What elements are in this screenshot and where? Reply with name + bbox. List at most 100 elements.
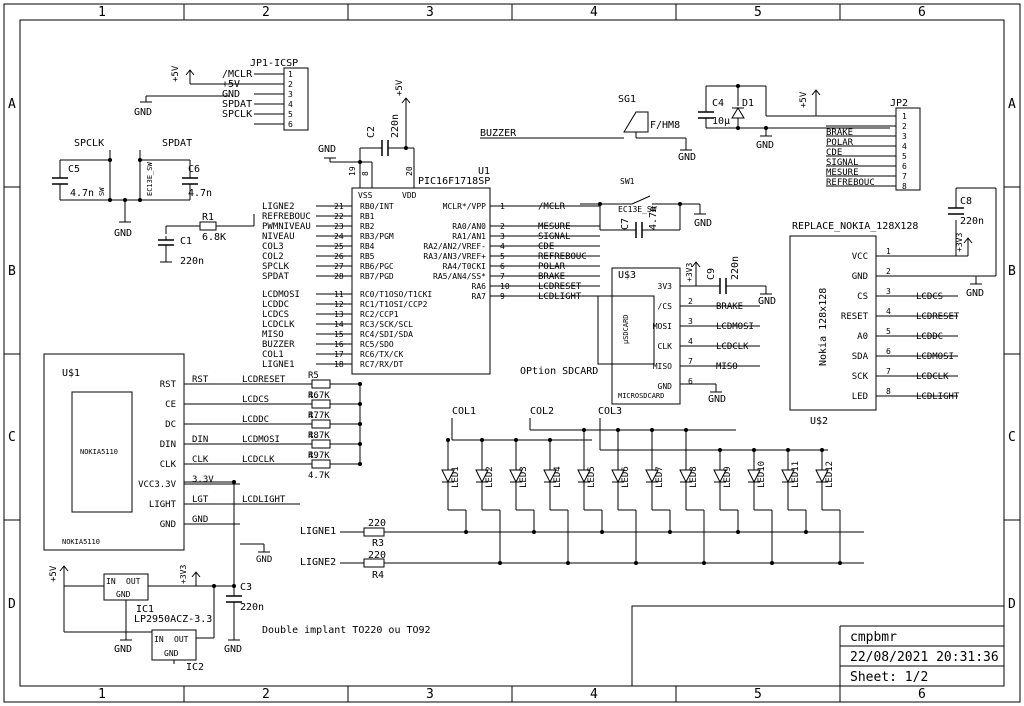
buzzer-net: BUZZER: [480, 128, 517, 139]
sheet-date: 22/08/2021 20:31:36: [850, 650, 999, 665]
c6-name: C6: [188, 164, 200, 175]
u2-net: LCDLIGHT: [916, 392, 960, 402]
jp1-5v: +5V: [171, 65, 181, 82]
c3-gnd: GND: [224, 644, 242, 655]
voltage-regulators: +5V IN OUT GND +3V3 IC1 LP2950ACZ-3.3 GN…: [49, 482, 431, 673]
u2-net: LCDDC: [916, 332, 943, 342]
lcd-ext-net: LCDMOSI: [242, 435, 280, 445]
sw1-name: SW1: [620, 177, 635, 186]
ic1-out: OUT: [126, 577, 141, 586]
col-label: 1: [98, 687, 106, 702]
lcd-resistor-name: R5: [308, 371, 319, 381]
jp2-pin-number: 3: [902, 132, 907, 141]
col-label: 6: [918, 5, 926, 20]
d1-name: D1: [742, 98, 754, 109]
u1-right-pin: MCLR*/VPP: [443, 202, 487, 211]
ic1-gnd: GND: [114, 644, 132, 655]
u2-body: Nokia 128x128: [818, 288, 829, 366]
u1-right-net: POLAR: [538, 262, 566, 272]
jp2-pin-number: 1: [902, 112, 907, 121]
ic1-name: IC1: [136, 604, 154, 615]
u3-pin: MISO: [653, 362, 672, 371]
sw-value: EC13E_SW: [146, 161, 154, 196]
jp2-5v: +5V: [799, 91, 809, 108]
ic1-in: IN: [106, 577, 116, 586]
col-label: 3: [426, 5, 434, 20]
u1-left-net: LIGNE1: [262, 360, 295, 370]
u1-left-pin: RC3/SCK/SCL: [360, 320, 413, 329]
u1-right-pin: RA7: [472, 292, 487, 301]
u1-left-pin: RB6/PGC: [360, 262, 394, 271]
u3-pin-number: 3: [688, 317, 693, 326]
jp2-signal: REFREBOUC: [826, 178, 875, 188]
u2-pin: RESET: [841, 312, 869, 322]
c4-value: 10µ: [712, 116, 730, 127]
u2-name: U$2: [810, 416, 828, 427]
led-label: LED6: [621, 466, 631, 488]
reg-5v: +5V: [49, 565, 59, 582]
u1-gnd: GND: [318, 144, 336, 155]
jp1-name: JP1-ICSP: [250, 58, 298, 69]
c8-value: 220n: [960, 216, 984, 227]
u3-body: µSDCARD: [622, 314, 630, 344]
lcd-resistor-name: R9: [308, 451, 319, 461]
c5-value: 4.7n: [70, 188, 94, 199]
led-label: LED2: [485, 466, 495, 488]
r4-name: R4: [372, 570, 384, 581]
u1-left-net: LIGNE2: [262, 202, 295, 212]
lcd-pin: VCC3.3V: [138, 480, 177, 490]
u3-pin-number: 4: [688, 337, 693, 346]
u2-nokia-128: REPLACE_NOKIA_128X128 U$2 Nokia 128x128 …: [789, 187, 997, 427]
jp1-signal: SPDAT: [222, 99, 252, 110]
u3-net: LCDCLK: [716, 342, 749, 352]
u1-vdd: VDD: [402, 191, 417, 200]
u1-right-net: BRAKE: [538, 272, 565, 282]
lcd-gnd: GND: [256, 555, 272, 565]
u1-left-pin: RC0/T1OSO/T1CKI: [360, 290, 432, 299]
lcd-net: GND: [192, 515, 208, 525]
row-label: B: [1008, 264, 1016, 279]
r1-name: R1: [202, 212, 214, 223]
u1-left-pin: RB2: [360, 222, 375, 231]
c1-name: C1: [180, 236, 192, 247]
u3-pin: /CS: [658, 302, 673, 311]
lcd-ext-net: LCDLIGHT: [242, 495, 286, 505]
jp2-signal: BRAKE: [826, 128, 853, 138]
spclk-label: SPCLK: [74, 138, 104, 149]
u2-pin: SDA: [852, 352, 869, 362]
ic2-out: OUT: [174, 635, 189, 644]
lcd-pin: DIN: [160, 440, 176, 450]
row-label: C: [1008, 430, 1016, 445]
led-label: LED11: [791, 461, 801, 488]
u2-pin-number: 1: [886, 247, 891, 256]
u3-net: LCDMOSI: [716, 322, 754, 332]
lcd-resistor-value: 4.7K: [308, 391, 330, 401]
col-label: 5: [754, 5, 762, 20]
lcd-resistor-name: R6: [308, 391, 319, 401]
u1-left-net: SPDAT: [262, 272, 290, 282]
u1-left-pin: RB4: [360, 242, 375, 251]
lcd-pin: LIGHT: [149, 500, 177, 510]
u2-pin: SCK: [852, 372, 869, 382]
jp2-pin-number: 4: [902, 142, 907, 151]
col-label: 4: [590, 687, 598, 702]
jp2-pin-number: 7: [902, 172, 907, 181]
jp2-signal: MESURE: [826, 168, 859, 178]
row-label: C: [8, 430, 16, 445]
u2-gnd: GND: [966, 288, 984, 299]
u2-net: LCDCS: [916, 292, 943, 302]
u1-left-pin: RC4/SDI/SDA: [360, 330, 413, 339]
col2-label: COL2: [530, 406, 554, 417]
ic1-gnd-pin: GND: [116, 590, 131, 599]
lcd-net: 3.3V: [192, 475, 214, 485]
led-label: LED3: [519, 466, 529, 488]
c8-name: C8: [960, 196, 972, 207]
u3-pin: 3V3: [658, 282, 673, 291]
encoder-left: SPCLK SPDAT C5 4.7n C6 4.7n SW EC13E_SW …: [52, 138, 212, 239]
c3-value: 220n: [240, 602, 264, 613]
jp2-pin-number: 5: [902, 152, 907, 161]
sw-name: SW: [98, 187, 106, 196]
lcd-resistor-value: 4.7K: [308, 411, 330, 421]
double-implant-note: Double implant TO220 ou TO92: [262, 625, 431, 636]
